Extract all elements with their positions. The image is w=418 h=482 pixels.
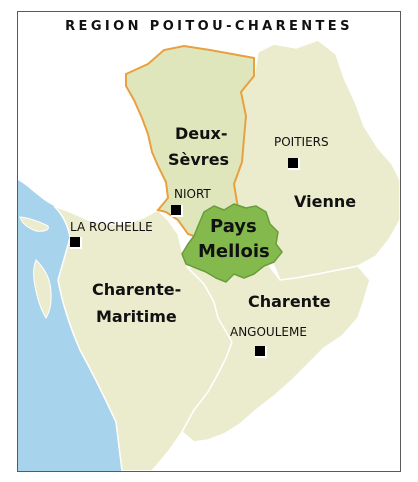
region-map: Deux- Sèvres Vienne Charente Charente- M… [18,39,400,471]
label-charente: Charente [248,292,331,311]
label-angouleme: ANGOULEME [230,325,307,339]
label-vienne: Vienne [294,192,356,211]
label-charente-maritime-line1: Charente- [92,280,181,299]
label-deux-sevres-line1: Deux- [175,124,227,143]
map-frame: REGION POITOU-CHARENTES Deux- Sèvres Vie… [17,11,401,472]
map-title: REGION POITOU-CHARENTES [65,19,353,34]
square-marker-icon-la-rochelle [70,237,82,249]
label-charente-maritime-line2: Maritime [96,307,177,326]
label-pays-mellois-line1: Pays [210,216,257,237]
square-marker-icon-angouleme [255,346,267,358]
ile-d-oleron [33,259,52,319]
label-la-rochelle: LA ROCHELLE [70,220,153,234]
dept-charente [181,257,371,443]
square-marker-icon-poitiers [288,158,300,170]
label-pays-mellois-line2: Mellois [198,241,270,262]
ile-de-re [19,216,49,232]
pays-mellois-area [181,203,283,283]
square-marker-icon-niort [171,205,183,217]
label-niort: NIORT [174,187,211,201]
label-deux-sevres-line2: Sèvres [168,150,229,169]
label-poitiers: POITIERS [274,135,329,149]
